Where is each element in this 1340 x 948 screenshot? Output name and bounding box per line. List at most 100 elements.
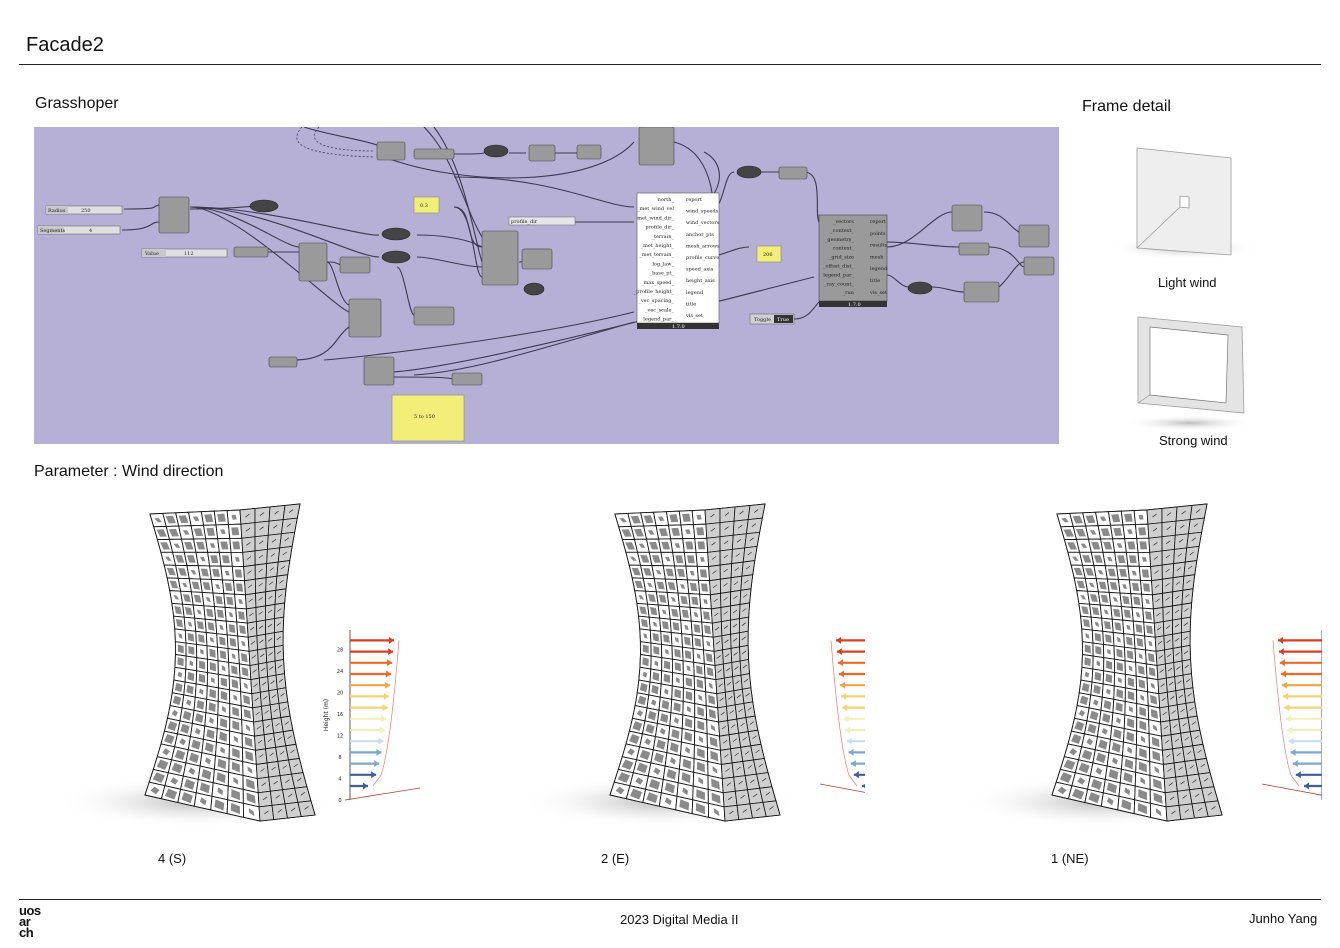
tower-caption-e: 2 (E): [601, 851, 630, 866]
wind-input-port[interactable]: _vec_spacing_: [638, 298, 674, 304]
wind-output-port[interactable]: wind_speeds: [686, 209, 719, 215]
component-nodes[interactable]: [158, 127, 1055, 386]
wind-input-port[interactable]: met_wind_dir_: [637, 215, 674, 221]
vis-input-port[interactable]: _run: [843, 290, 855, 296]
strong-wind-caption: Strong wind: [1159, 433, 1228, 448]
grasshopper-canvas[interactable]: Radius 250 Segments 4 Value 112: [34, 127, 1059, 444]
top-rule: [19, 64, 1321, 65]
svg-text:True: True: [777, 317, 789, 323]
vis-output-port[interactable]: title: [870, 278, 880, 284]
dashed-wires: [296, 127, 375, 158]
wind-input-port[interactable]: _met_terrain_: [639, 252, 674, 258]
tower-geometry: [962, 503, 1242, 828]
vis-input-port[interactable]: _geometry_: [825, 237, 855, 243]
uos-arch-logo: uos ar ch: [19, 903, 41, 940]
legend-tick: 8: [338, 755, 341, 761]
svg-text:Toggle: Toggle: [754, 317, 771, 323]
slider-value-label: Value: [144, 251, 159, 257]
profile-dir-param[interactable]: profile_dir: [508, 216, 576, 226]
legend-tick: 20: [337, 691, 343, 697]
page-title: Facade2: [26, 34, 104, 56]
vis-output-port[interactable]: report: [870, 219, 886, 225]
vis-output-port[interactable]: points: [870, 231, 886, 237]
wind-output-port[interactable]: legend: [686, 290, 704, 296]
vis-output-port[interactable]: legend: [870, 266, 888, 272]
wind-output-port[interactable]: wind_vectors: [686, 220, 720, 226]
wind-input-port[interactable]: _met_height_: [641, 243, 675, 249]
wind-output-port[interactable]: mesh_arrows: [686, 243, 720, 249]
slider-segments-value: 4: [89, 228, 92, 234]
wind-output-port[interactable]: height_axis: [686, 278, 715, 284]
wind-output-port[interactable]: vis_set: [685, 313, 703, 319]
slider-value[interactable]: Value 112: [141, 248, 228, 258]
legend-tick: 28: [337, 648, 343, 654]
author-footer: Junho Yang: [1249, 911, 1318, 926]
grasshopper-graph: Radius 250 Segments 4 Value 112: [37, 127, 1055, 442]
tower-geometry: [55, 503, 335, 828]
panel-0-3[interactable]: 0.3: [413, 196, 440, 214]
slider-segments[interactable]: Segments 4: [37, 225, 121, 235]
vis-input-port[interactable]: _ray_count_: [824, 281, 854, 287]
wind-input-port[interactable]: _max_speed_: [641, 280, 674, 286]
panel-206[interactable]: 206: [756, 245, 782, 263]
wind-output-port[interactable]: report: [686, 197, 702, 203]
wind-input-port[interactable]: _profile_height_: [634, 289, 675, 295]
wind-input-port[interactable]: _vec_scale_: [645, 307, 674, 313]
panel-range[interactable]: 5 to 150: [391, 394, 465, 442]
tower-caption-s: 4 (S): [158, 851, 187, 866]
frame-detail-light-render: [1110, 147, 1260, 260]
vis-output-port[interactable]: mesh: [870, 254, 884, 260]
wind-input-port[interactable]: _met_wind_vel: [637, 206, 674, 212]
bottom-rule: [19, 899, 1321, 900]
vis-output-port[interactable]: vis_set: [869, 290, 887, 296]
wind-output-port[interactable]: title: [686, 301, 696, 307]
svg-text:1.7.0: 1.7.0: [848, 302, 861, 308]
vis-output-port[interactable]: results: [870, 243, 888, 249]
legend-tick: 24: [337, 669, 343, 675]
slider-radius-value: 250: [81, 208, 91, 214]
slider-segments-label: Segments: [40, 228, 66, 234]
vis-input-port[interactable]: _offset_dist_: [823, 264, 854, 270]
wind-output-port[interactable]: speed_axis: [686, 267, 714, 273]
legend-tick: 12: [337, 734, 343, 740]
wind-input-port[interactable]: legend_par_: [643, 317, 674, 323]
frame-detail-strong-render: [1124, 316, 1256, 431]
legend-tick: 16: [337, 712, 343, 718]
wind-input-port[interactable]: profile_dir_: [645, 225, 674, 231]
wire-group: [121, 127, 1025, 386]
legend-axis-label: Height (m): [323, 699, 330, 731]
wind-input-port[interactable]: log_law_: [652, 261, 674, 267]
svg-text:profile_dir: profile_dir: [511, 219, 538, 225]
slider-value-value: 112: [184, 251, 194, 257]
wind-vis-component[interactable]: 1.7.0 _vectors _context_ _geometry_context…: [818, 214, 888, 308]
relay-nodes[interactable]: [249, 144, 933, 296]
svg-text:5 to 150: 5 to 150: [414, 414, 435, 420]
vis-input-port[interactable]: context_: [833, 246, 855, 252]
tower-caption-ne: 1 (NE): [1051, 851, 1089, 866]
slider-radius[interactable]: Radius 250: [45, 205, 123, 215]
wind-profile-component[interactable]: 1.7.0 north_ _met_wind_vel met_wind_dir_pr…: [634, 192, 720, 330]
wind-input-port[interactable]: _base_pt_: [650, 271, 675, 277]
svg-text:1.7.0: 1.7.0: [672, 324, 685, 330]
tower-geometry: [520, 503, 800, 828]
wind-input-port[interactable]: _terrain_: [651, 234, 674, 240]
frame-detail-heading: Frame detail: [1082, 98, 1171, 115]
wind-input-port[interactable]: north_: [658, 197, 675, 203]
light-wind-caption: Light wind: [1158, 275, 1217, 290]
vis-input-port[interactable]: _context_: [830, 228, 854, 234]
vis-input-port[interactable]: _grid_size: [829, 255, 854, 261]
legend-tick: 4: [338, 777, 341, 783]
vis-input-port[interactable]: _vectors: [833, 219, 854, 225]
grasshopper-heading: Grasshoper: [35, 95, 119, 112]
wind-output-port[interactable]: profile_curve: [686, 255, 719, 261]
toggle-true[interactable]: Toggle True: [749, 313, 795, 325]
slider-radius-label: Radius: [48, 208, 66, 214]
vis-input-port[interactable]: legend_par_: [823, 272, 854, 278]
wind-output-port[interactable]: anchor_pts: [686, 232, 714, 238]
